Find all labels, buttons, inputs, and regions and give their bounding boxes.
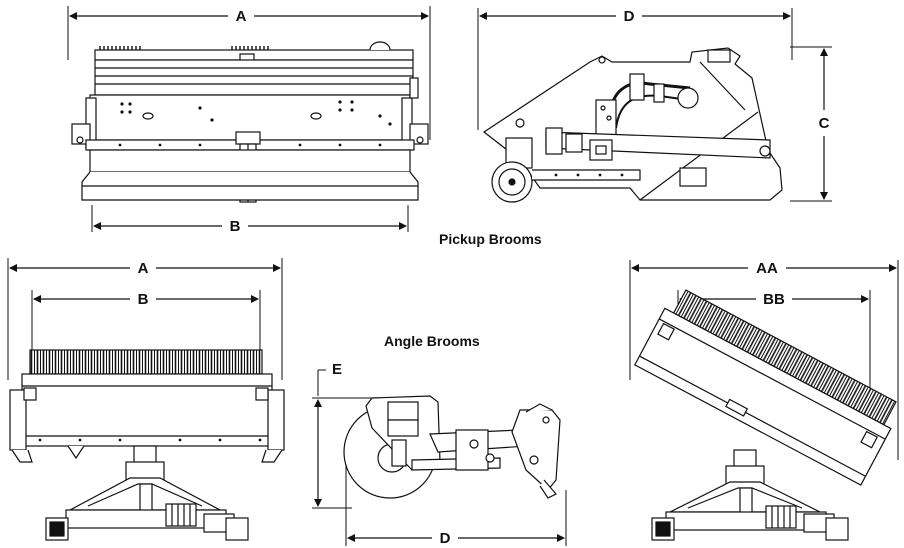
dim-label-pickup-b: B <box>230 218 241 235</box>
caption-angle-brooms: Angle Brooms <box>384 333 480 349</box>
dim-label-pickup-d: D <box>624 8 635 25</box>
dim-label-angle-a: A <box>138 260 149 277</box>
dim-label-angle-aa: AA <box>756 260 778 277</box>
dim-label-pickup-a: A <box>236 8 247 25</box>
angle-broom-front-view <box>7 258 285 541</box>
pickup-broom-front-view <box>67 6 431 232</box>
caption-pickup-brooms: Pickup Brooms <box>439 231 542 247</box>
angle-broom-angled-view <box>629 260 899 541</box>
pickup-broom-side-view <box>477 8 832 203</box>
dim-label-angle-bb: BB <box>763 291 785 308</box>
dim-label-angle-b: B <box>138 291 149 308</box>
dim-label-pickup-c: C <box>819 115 830 132</box>
dim-label-angle-d: D <box>440 530 451 547</box>
angle-broom-side-view <box>312 369 567 546</box>
dim-label-angle-e: E <box>332 361 342 378</box>
